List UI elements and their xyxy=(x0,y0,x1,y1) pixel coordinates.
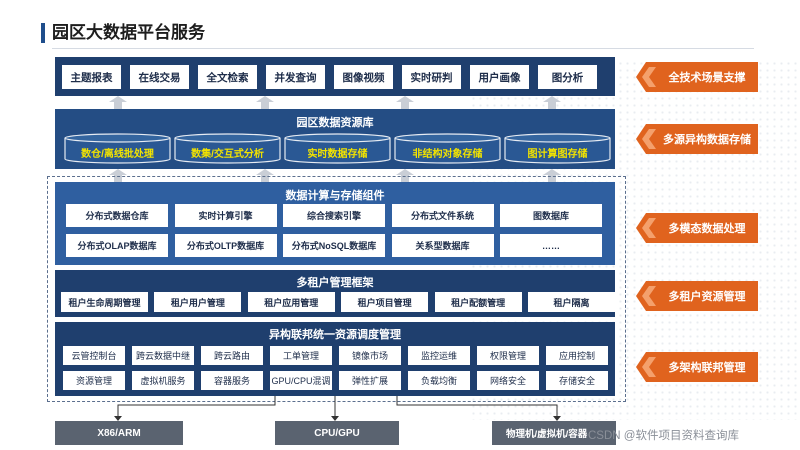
federation-item: 存储安全 xyxy=(546,371,608,390)
compute-component: 分布式OLAP数据库 xyxy=(66,234,168,257)
federation-item: 云管控制台 xyxy=(63,346,125,365)
compute-layer-title: 数据计算与存储组件 xyxy=(285,190,385,202)
store-label: 数仓/离线批处理 xyxy=(81,149,154,160)
application-item: 用户画像 xyxy=(470,65,529,89)
store-label: 数集/交互式分析 xyxy=(191,149,264,160)
compute-component: 关系型数据库 xyxy=(391,234,494,257)
application-item: 主题报表 xyxy=(62,65,121,89)
application-item: 并发查询 xyxy=(266,65,325,89)
up-arrow xyxy=(256,96,274,109)
application-item: 图分析 xyxy=(538,65,597,89)
side-label: 多源异构数据存储 xyxy=(663,134,751,146)
watermark: CSDN @软件项目资料查询库 xyxy=(588,430,739,442)
federation-item: 跨云路由 xyxy=(201,346,263,365)
title-divider xyxy=(52,48,754,49)
federation-item: 容器服务 xyxy=(201,371,263,390)
hardware-x86-arm: X86/ARM xyxy=(55,421,183,445)
store-label: 图计算图存储 xyxy=(527,149,588,160)
compute-component: …… xyxy=(500,234,602,257)
federation-item: 网络安全 xyxy=(477,371,539,390)
compute-component: 分布式文件系统 xyxy=(391,204,494,227)
federation-item: 资源管理 xyxy=(63,371,125,390)
federation-item: 工单管理 xyxy=(270,346,332,365)
federation-item: 权限管理 xyxy=(477,346,539,365)
application-item: 图像视频 xyxy=(334,65,393,89)
tenant-item: 租户隔离 xyxy=(528,292,615,312)
side-label: 多模态数据处理 xyxy=(668,223,746,235)
compute-component: 分布式数据仓库 xyxy=(66,204,168,227)
platform-frame xyxy=(47,176,626,402)
federation-layer-title: 异构联邦统一资源调度管理 xyxy=(269,329,401,341)
resource-layer-title: 园区数据资源库 xyxy=(296,117,374,129)
up-arrow xyxy=(396,96,414,109)
tenant-item: 租户生命周期管理 xyxy=(61,292,148,312)
federation-item: 监控运维 xyxy=(408,346,470,365)
tenant-item: 租户项目管理 xyxy=(341,292,429,312)
tenant-layer-title: 多租户管理框架 xyxy=(296,277,374,289)
tenant-layer-panel xyxy=(55,270,615,317)
federation-item: 弹性扩展 xyxy=(339,371,401,390)
compute-component: 分布式OLTP数据库 xyxy=(174,234,277,257)
application-item: 实时研判 xyxy=(402,65,461,89)
hardware-machines: 物理机/虚拟机/容器 xyxy=(492,421,616,445)
title-accent-bar xyxy=(41,23,45,43)
side-label: 多架构联邦管理 xyxy=(668,362,746,374)
compute-component: 综合搜索引擎 xyxy=(283,204,385,227)
tenant-item: 租户配额管理 xyxy=(434,292,522,312)
federation-item: 跨云数据中继 xyxy=(132,346,194,365)
compute-component: 实时计算引擎 xyxy=(174,204,277,227)
compute-component: 分布式NoSQL数据库 xyxy=(283,234,385,257)
side-label: 多租户资源管理 xyxy=(668,291,746,303)
tenant-item: 租户应用管理 xyxy=(247,292,335,312)
up-arrow xyxy=(109,96,127,109)
federation-item: GPU/CPU混调 xyxy=(270,371,332,390)
hardware-cpu-gpu: CPU/GPU xyxy=(275,421,399,445)
federation-item: 镜像市场 xyxy=(339,346,401,365)
application-item: 全文检索 xyxy=(198,65,257,89)
federation-item: 虚拟机服务 xyxy=(132,371,194,390)
store-label: 非结构对象存储 xyxy=(412,149,483,160)
side-label: 全技术场景支撑 xyxy=(668,72,746,84)
federation-item: 应用控制 xyxy=(546,346,608,365)
tenant-item: 租户用户管理 xyxy=(154,292,242,312)
federation-item: 负载均衡 xyxy=(408,371,470,390)
compute-component: 图数据库 xyxy=(500,204,602,227)
store-label: 实时数据存储 xyxy=(307,149,368,160)
page-title: 园区大数据平台服务 xyxy=(52,23,205,42)
application-item: 在线交易 xyxy=(130,65,189,89)
